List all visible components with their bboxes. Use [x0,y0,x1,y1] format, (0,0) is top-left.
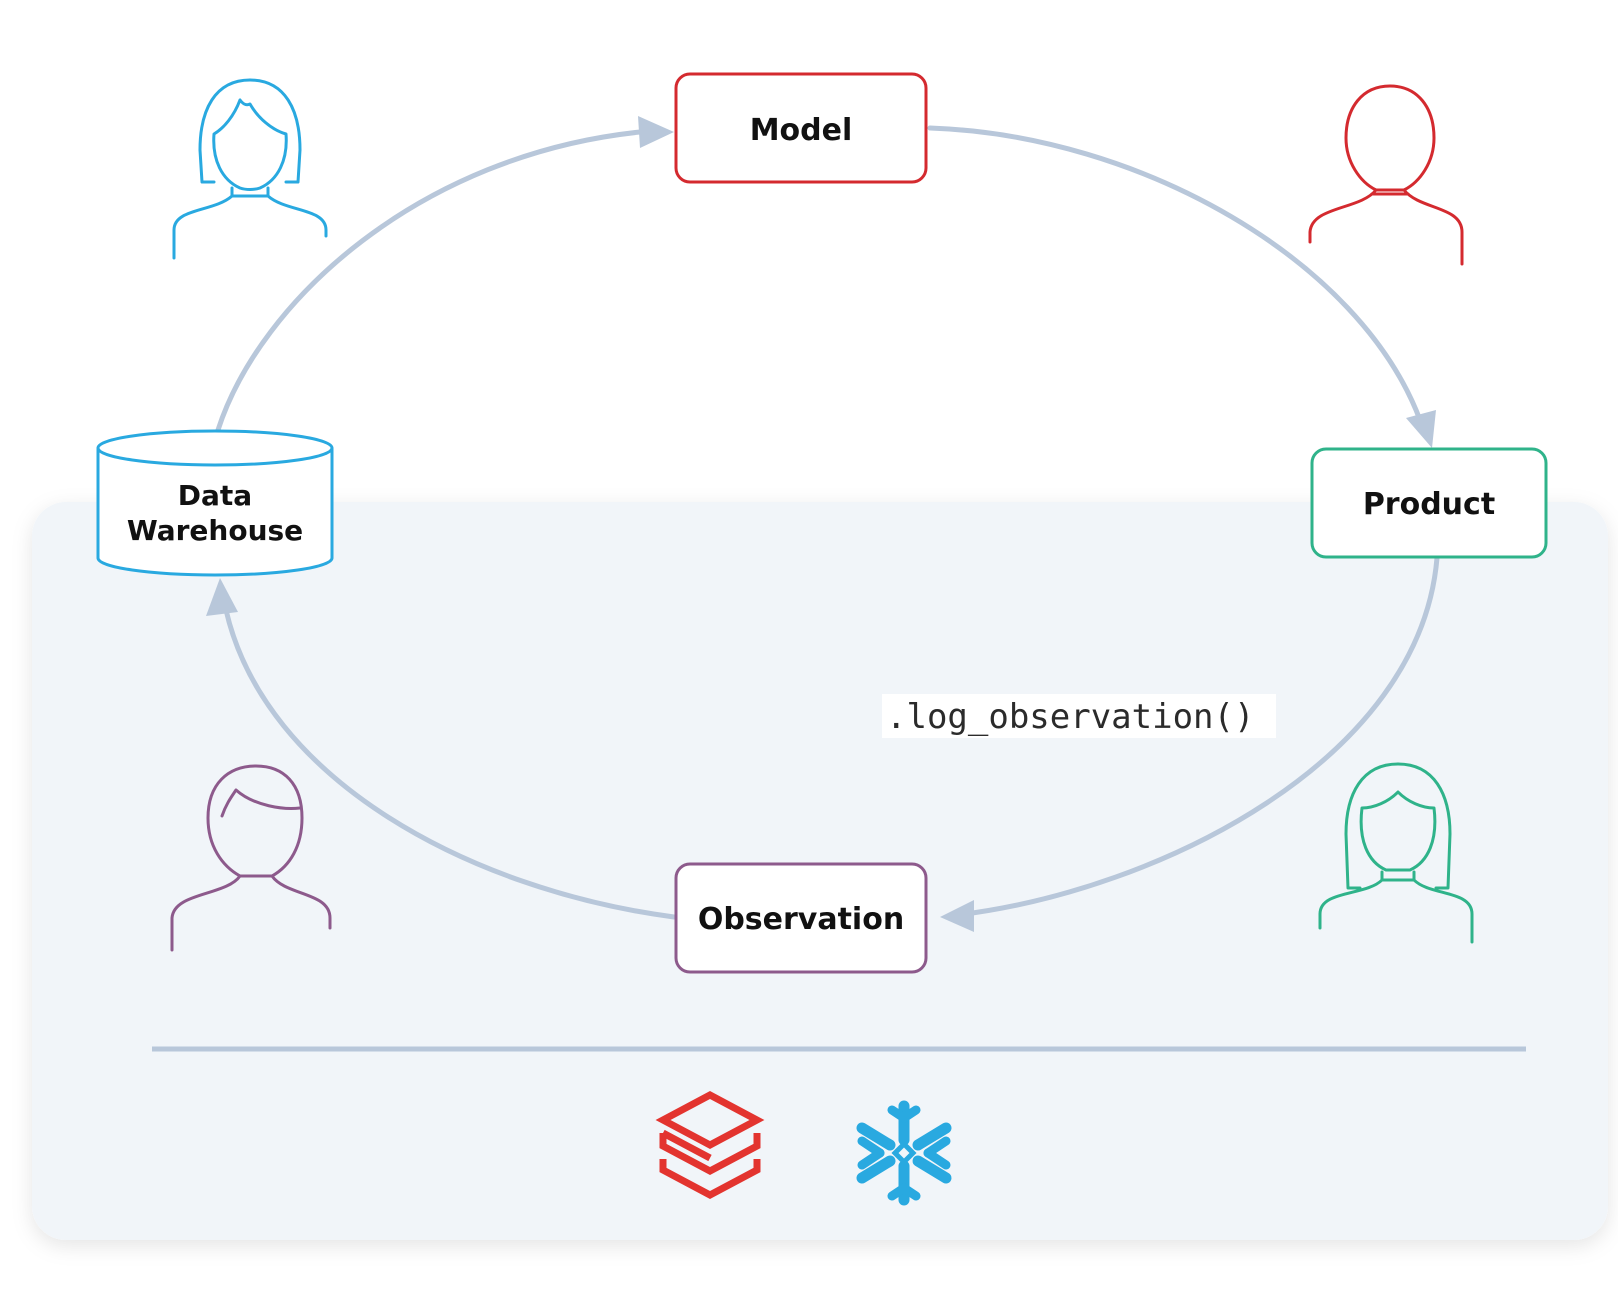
person-icon [1308,84,1464,266]
snowflake-arm-bottom [887,1160,921,1206]
person-icon [170,764,332,952]
snowflake-arm-lower-left [856,1155,896,1184]
databricks-logo-icon [655,1091,765,1199]
cycle-arrows [215,125,1440,920]
snowflake-logo-icon [856,1100,952,1206]
snowflake-arm-upper-right [912,1122,952,1151]
snowflake-arm-top [887,1100,921,1146]
database-icon [96,429,334,577]
arrow-warehouse-to-model [215,129,643,433]
person-icon [1318,762,1474,944]
arrowheads [206,116,1436,932]
arrowhead-to-observation [940,900,974,932]
model-node[interactable]: Model [674,72,928,184]
data-warehouse-label-line2: Warehouse [127,514,303,547]
log-observation-label-group: .log_observation() [882,694,1276,738]
snowflake-arm-lower-right [912,1155,952,1184]
arrowhead-to-warehouse [206,578,238,616]
observation-node[interactable]: Observation [674,862,928,974]
arrowhead-to-model [638,116,674,148]
snowflake-arm-upper-left [856,1122,896,1151]
arrow-observation-to-warehouse [223,607,677,920]
person-icon [172,78,328,260]
observation-label: Observation [698,902,904,937]
arrow-product-to-observation [955,555,1440,918]
model-label: Model [750,113,853,148]
arrowhead-to-product [1406,410,1436,448]
arrow-model-to-product [927,125,1423,423]
product-label: Product [1363,487,1495,522]
data-warehouse-label-line1: Data [178,479,252,512]
data-warehouse-node[interactable]: Data Warehouse [96,429,334,577]
log-observation-label: .log_observation() [886,697,1254,737]
product-node[interactable]: Product [1310,447,1548,559]
